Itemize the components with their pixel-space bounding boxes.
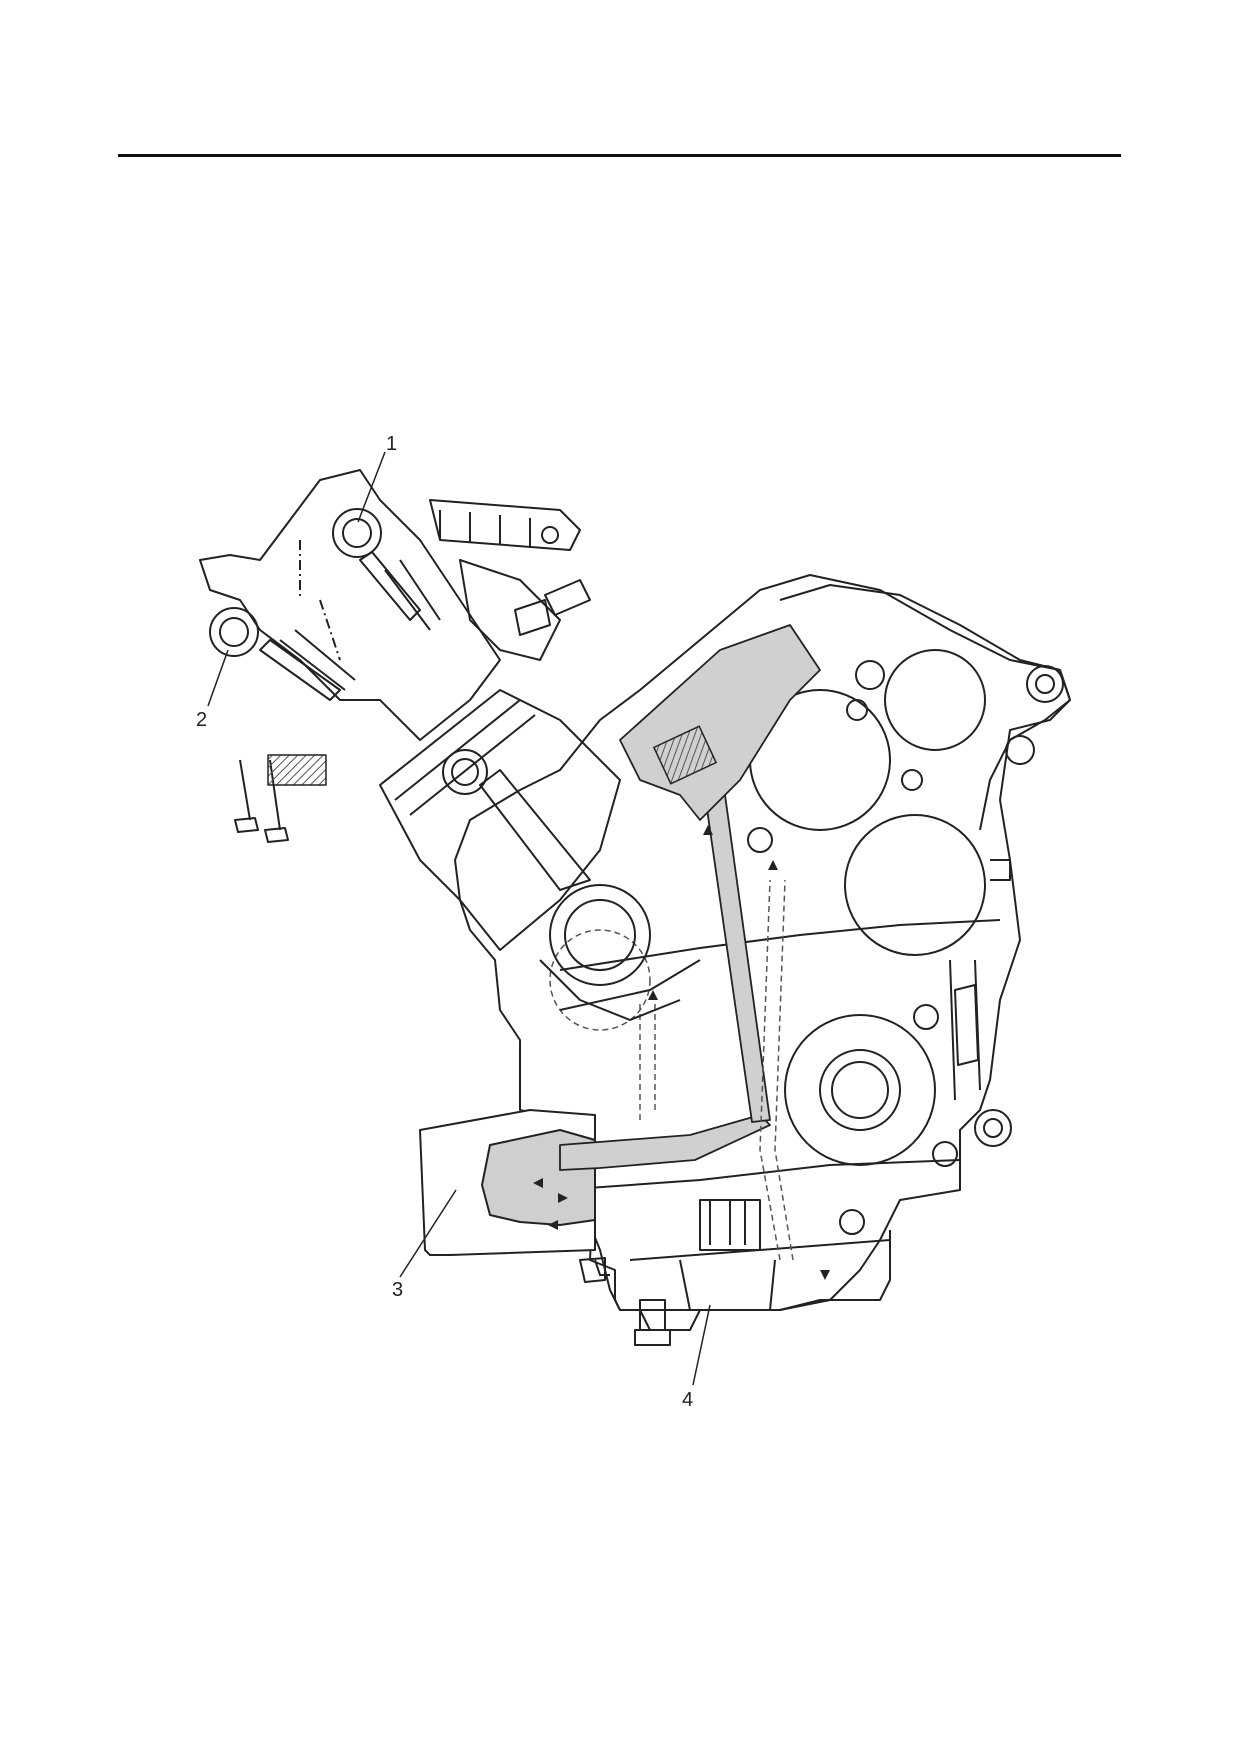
strainer (699, 1199, 761, 1251)
piston-pin (442, 749, 488, 795)
leader-3 (399, 1189, 457, 1278)
leader-4 (692, 1304, 711, 1386)
connecting-rod (479, 769, 591, 891)
callout-3: 3 (392, 1279, 404, 1301)
sensor (544, 579, 591, 616)
drain-bolt (639, 1299, 666, 1331)
leader-2 (207, 649, 229, 707)
throttle-body (429, 499, 581, 551)
mount-boss (1026, 665, 1064, 703)
cylinder-head (199, 469, 501, 741)
callout-2: 2 (196, 709, 208, 731)
oil-gallery-upper (619, 624, 821, 821)
camshaft-1 (332, 508, 382, 558)
flow-arrow (533, 1178, 543, 1188)
oil-jet-block (652, 725, 718, 785)
crank-pin (549, 884, 651, 986)
shaft-bore-3 (844, 814, 986, 956)
cylinder-block (379, 689, 621, 951)
shaft-bore-4 (784, 1014, 936, 1166)
header-rule (118, 154, 1121, 157)
shaft-bore-2 (884, 649, 986, 751)
gear-cover (779, 584, 1071, 831)
callout-4: 4 (682, 1389, 694, 1411)
callout-1: 1 (386, 433, 398, 455)
oil-sump (589, 1149, 891, 1331)
leader-1 (357, 451, 386, 523)
crankcase-outline (454, 574, 1071, 1311)
oil-gallery-vertical (704, 794, 771, 1123)
camshaft-2 (209, 607, 259, 657)
oil-gallery-horizontal (559, 1114, 771, 1171)
